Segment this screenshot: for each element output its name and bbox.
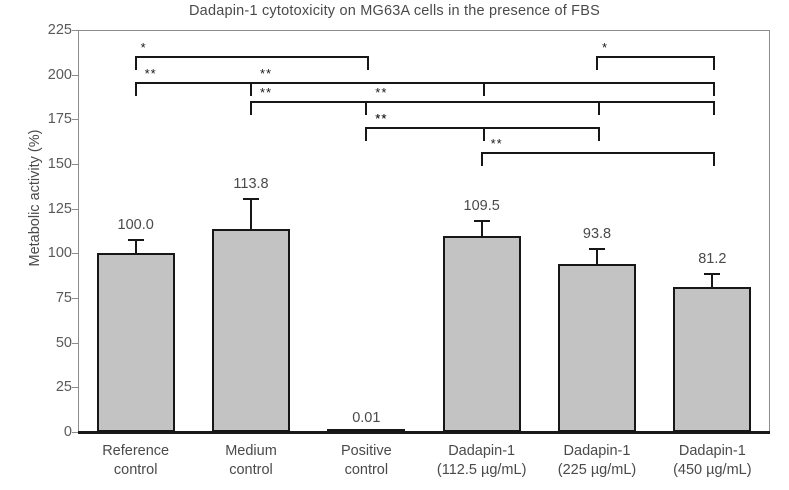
- error-bar-cap: [127, 239, 144, 242]
- x-category-label: Medium control: [225, 442, 277, 480]
- significance-marker: **: [259, 66, 273, 81]
- significance-bracket-tick: [482, 82, 485, 96]
- error-bar: [596, 248, 598, 265]
- bar-value-label: 113.8: [233, 176, 269, 193]
- y-tick-mark: [72, 298, 78, 299]
- significance-bracket-tick: [596, 56, 598, 70]
- error-bar-cap: [243, 198, 259, 201]
- x-category-line: (225 µg/mL): [557, 462, 637, 478]
- significance-bracket-tick: [480, 152, 483, 166]
- x-category-line: Dadapin-1: [563, 443, 631, 459]
- x-category-line: control: [229, 462, 273, 478]
- error-bar: [480, 220, 483, 237]
- significance-marker: **: [490, 136, 503, 151]
- bar-value-label: 93.8: [582, 226, 612, 243]
- significance-bracket-line: [250, 82, 716, 84]
- error-bar-cap: [589, 248, 605, 251]
- bar-value-label: 0.01: [352, 410, 381, 426]
- x-category-label: Positive control: [341, 442, 392, 480]
- error-bar: [134, 239, 137, 254]
- bar-value-label: 81.2: [698, 250, 727, 267]
- y-tick-label: 100: [47, 245, 72, 262]
- significance-bracket-tick: [134, 82, 137, 96]
- x-category-label: Dadapin-1 (225 µg/mL): [558, 442, 636, 480]
- significance-marker: **: [259, 85, 273, 100]
- y-tick-label: 25: [55, 379, 72, 396]
- x-category-label: Dadapin-1 (450 µg/mL): [673, 442, 751, 480]
- bar-value-label: 100.0: [117, 217, 154, 234]
- y-tick-label: 50: [55, 334, 72, 351]
- bar: [96, 253, 175, 432]
- x-axis-line: [78, 431, 770, 434]
- y-tick-mark: [72, 387, 78, 389]
- x-category-line: (450 µg/mL): [673, 462, 752, 478]
- y-tick-mark: [72, 30, 78, 31]
- significance-bracket-line: [596, 56, 716, 58]
- significance-bracket-tick: [365, 101, 368, 115]
- significance-marker: **: [375, 111, 388, 126]
- plot-area: [78, 30, 770, 433]
- significance-bracket-line: [134, 56, 370, 58]
- x-category-line: control: [113, 462, 158, 478]
- error-bar: [250, 198, 252, 229]
- significance-bracket-tick: [713, 56, 716, 70]
- error-bar: [711, 272, 714, 287]
- x-category-line: Dadapin-1: [448, 443, 516, 459]
- error-bar-cap: [473, 220, 490, 223]
- y-tick-mark: [72, 164, 78, 165]
- chart-title: Dadapin-1 cytotoxicity on MG63A cells in…: [189, 3, 600, 19]
- y-tick-label: 125: [47, 200, 72, 217]
- significance-bracket-tick: [250, 101, 252, 115]
- x-category-line: Reference: [102, 443, 170, 459]
- x-category-label: Dadapin-1 (112.5 µg/mL): [437, 442, 527, 480]
- y-tick-label: 75: [55, 290, 72, 306]
- significance-marker: *: [601, 40, 609, 55]
- x-category-label: Reference control: [102, 442, 169, 480]
- y-tick-mark: [72, 342, 78, 344]
- significance-bracket-tick: [598, 101, 600, 115]
- significance-bracket-tick: [134, 56, 137, 70]
- x-category-line: Dadapin-1: [678, 443, 746, 459]
- significance-bracket-tick: [365, 127, 368, 141]
- bar-value-label: 109.5: [463, 198, 500, 215]
- significance-bracket-line: [480, 152, 716, 154]
- significance-bracket-tick: [598, 127, 600, 141]
- significance-bracket-tick: [250, 82, 252, 96]
- y-tick-label: 175: [47, 111, 72, 128]
- y-tick-mark: [72, 432, 78, 433]
- x-category-line: control: [344, 462, 389, 478]
- y-tick-mark: [72, 119, 78, 121]
- significance-marker: *: [140, 40, 147, 55]
- bar: [673, 286, 752, 432]
- y-tick-label: 200: [47, 66, 72, 83]
- bar: [212, 228, 290, 432]
- significance-bracket-tick: [482, 127, 485, 141]
- bar: [558, 264, 636, 432]
- bar: [442, 236, 521, 432]
- significance-marker: **: [144, 66, 157, 81]
- y-tick-label: 150: [47, 156, 72, 172]
- significance-bracket-tick: [713, 82, 716, 96]
- error-bar-cap: [704, 272, 721, 275]
- significance-bracket-line: [365, 127, 485, 129]
- bar: [327, 429, 406, 432]
- significance-bracket-tick: [367, 56, 370, 70]
- x-category-line: (112.5 µg/mL): [436, 462, 527, 478]
- y-tick-mark: [72, 253, 78, 255]
- y-tick-label: 225: [47, 22, 72, 38]
- significance-bracket-tick: [713, 152, 716, 166]
- significance-marker: **: [375, 85, 388, 100]
- y-tick-mark: [72, 208, 78, 210]
- y-tick-mark: [72, 74, 78, 76]
- significance-bracket-tick: [713, 101, 716, 115]
- x-category-line: Positive: [340, 443, 392, 459]
- significance-bracket-line: [365, 101, 716, 103]
- y-tick-label: 0: [63, 424, 72, 440]
- significance-marker: **: [375, 111, 388, 126]
- x-category-line: Medium: [225, 443, 277, 459]
